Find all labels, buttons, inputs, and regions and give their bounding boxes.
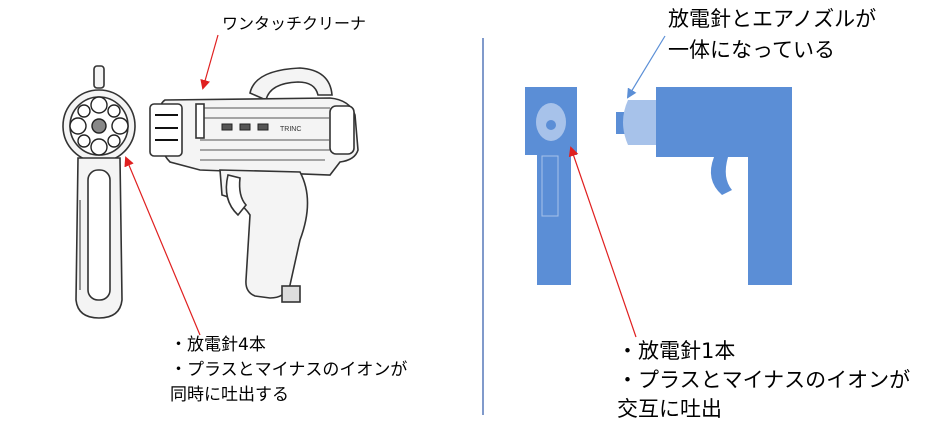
front-view-gun-drawing — [62, 65, 136, 319]
left-note-line-2: ・プラスとマイナスのイオンが — [170, 360, 408, 380]
right-note-line-3: 交互に吐出 — [617, 397, 722, 421]
callout-arrow-cleaner — [200, 34, 219, 90]
left-note-line-1: ・放電針4本 — [170, 335, 266, 355]
side-view-simple-gun — [616, 87, 792, 285]
callout-arrow-needle-1 — [568, 146, 637, 338]
integrated-nozzle-line-2: 一体になっている — [668, 38, 835, 62]
callout-arrow-needles-4 — [124, 156, 201, 336]
right-note-line-2: ・プラスとマイナスのイオンが — [617, 368, 911, 392]
brand-badge: TRINC — [280, 126, 301, 133]
left-note-line-3: 同時に吐出する — [170, 385, 289, 405]
integrated-nozzle-label: 放電針とエアノズルが 一体になっている — [668, 4, 876, 66]
integrated-nozzle-line-1: 放電針とエアノズルが — [668, 7, 877, 31]
callout-arrow-integrated-nozzle — [626, 35, 666, 99]
right-features-note: ・放電針1本 ・プラスとマイナスのイオンが 交互に吐出 — [617, 337, 910, 424]
right-note-line-1: ・放電針1本 — [617, 339, 736, 363]
side-view-gun-drawing — [149, 67, 359, 303]
left-features-note: ・放電針4本 ・プラスとマイナスのイオンが 同時に吐出する — [170, 333, 407, 408]
cleaner-label: ワンタッチクリーナ — [222, 14, 367, 33]
front-view-simple-gun — [525, 87, 577, 285]
